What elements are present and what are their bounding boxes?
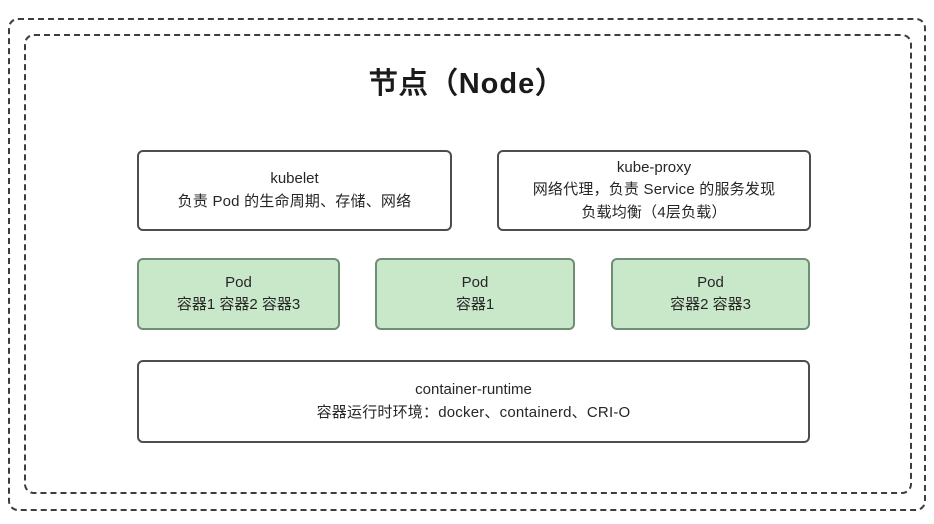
container-runtime-name: container-runtime: [415, 381, 532, 398]
pod-box-2: Pod 容器1: [375, 258, 575, 330]
kube-proxy-box: kube-proxy 网络代理，负责 Service 的服务发现 负载均衡（4层…: [497, 150, 811, 231]
pod-containers: 容器2 容器3: [670, 296, 751, 313]
kubelet-description: 负责 Pod 的生命周期、存储、网络: [177, 192, 412, 210]
pod-containers: 容器1 容器2 容器3: [176, 296, 301, 313]
page-title: 节点（Node）: [368, 68, 566, 100]
pod-box-3: Pod 容器2 容器3: [611, 258, 810, 330]
pod-box-1: Pod 容器1 容器2 容器3: [137, 258, 340, 330]
pod-title: Pod: [697, 273, 724, 291]
pod-title: Pod: [461, 273, 489, 291]
container-runtime-box: container-runtime 容器运行时环境：docker、contain…: [137, 360, 810, 443]
container-runtime-description: 容器运行时环境：docker、containerd、CRI-O: [316, 403, 631, 421]
pod-title: Pod: [225, 273, 252, 291]
node-boundary-outer: [8, 18, 926, 511]
kube-proxy-description-line-1: 网络代理，负责 Service 的服务发现: [532, 181, 776, 199]
kubelet-box: kubelet 负责 Pod 的生命周期、存储、网络: [137, 150, 452, 231]
node-boundary-inner: [24, 34, 912, 494]
pod-containers: 容器1: [455, 296, 495, 313]
kube-proxy-description-line-2: 负载均衡（4层负载）: [581, 203, 727, 221]
kubelet-name: kubelet: [270, 170, 319, 187]
kube-proxy-name: kube-proxy: [616, 158, 692, 176]
